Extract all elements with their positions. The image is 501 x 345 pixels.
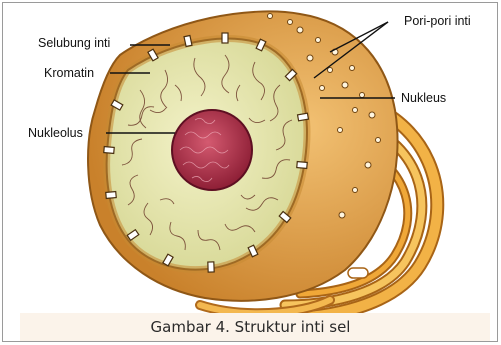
label-nukleolus: Nukleolus (28, 126, 83, 140)
figure-caption: Gambar 4. Struktur inti sel (0, 318, 501, 336)
label-selubung-inti: Selubung inti (38, 36, 110, 50)
label-kromatin: Kromatin (44, 66, 94, 80)
label-pori-pori-inti: Pori-pori inti (404, 14, 471, 28)
label-nukleus: Nukleus (401, 91, 446, 105)
